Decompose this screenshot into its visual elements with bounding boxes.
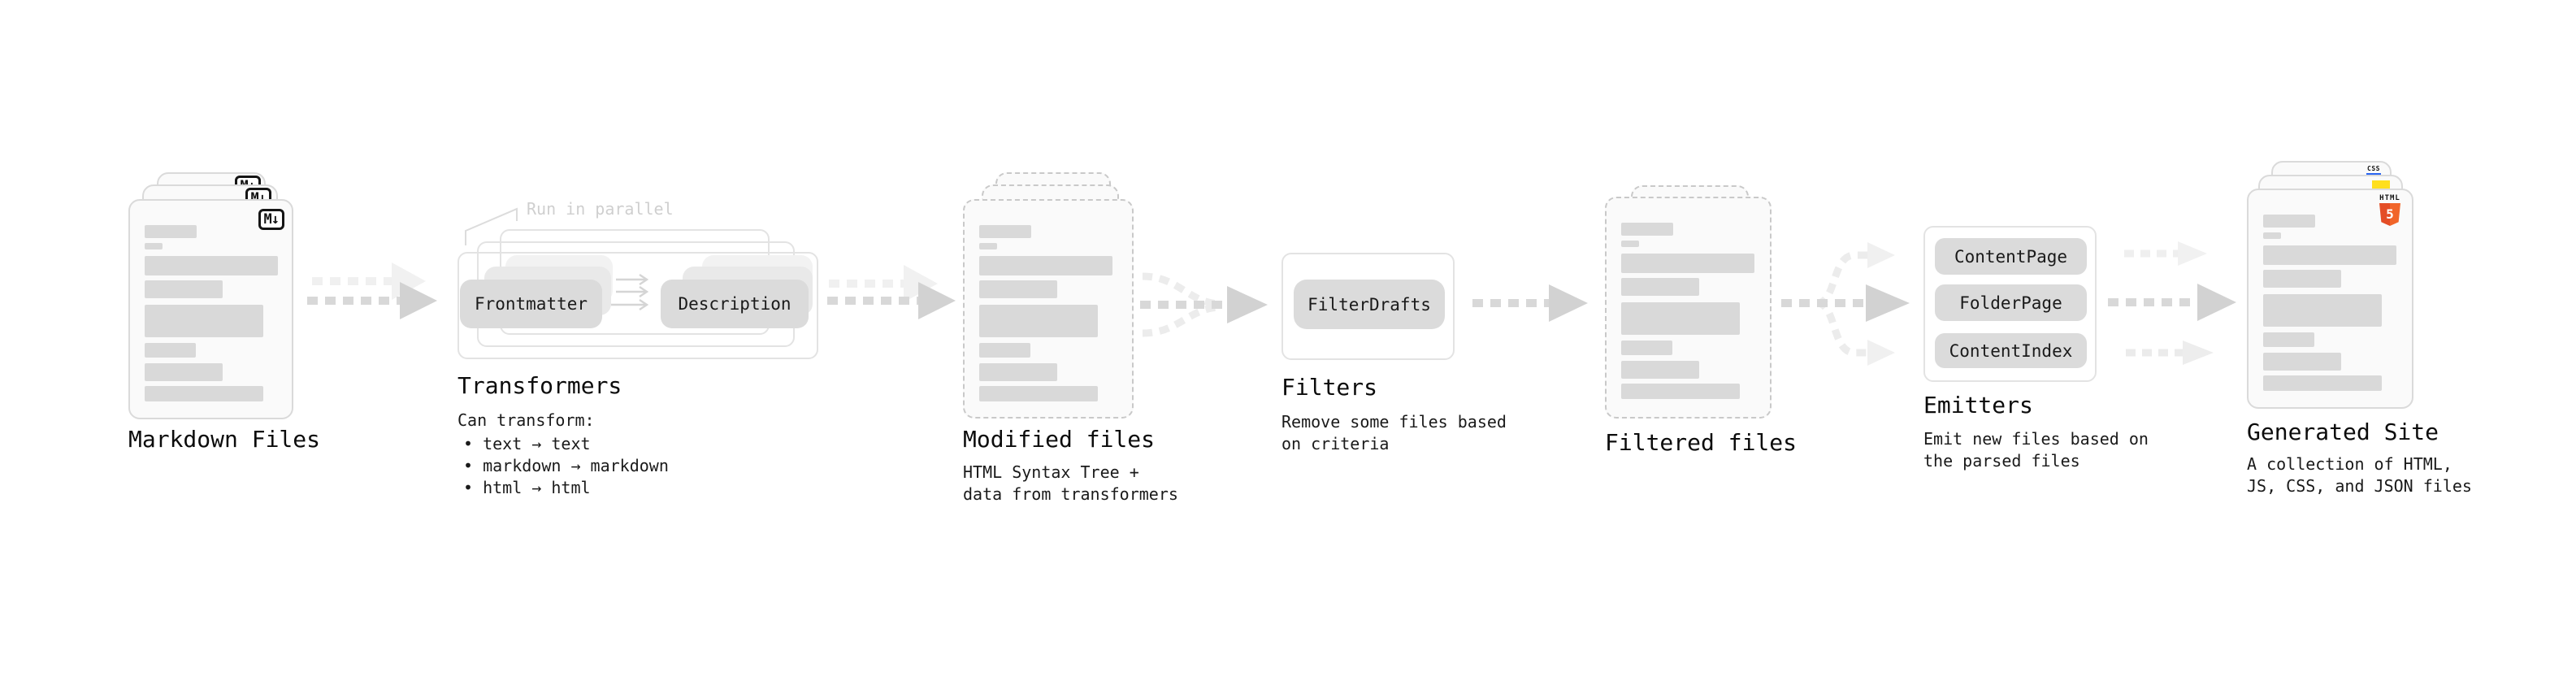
filters-box	[1281, 253, 1455, 360]
emitters-label: Emitters	[1923, 392, 2033, 419]
description-line: A collection of HTML,	[2247, 454, 2452, 474]
transformers-bullet-list: • text → text • markdown → markdown • ht…	[463, 433, 669, 499]
contentpage-pill: ContentPage	[1935, 238, 2087, 275]
frontmatter-pill: Frontmatter	[460, 280, 602, 328]
text-line-bar	[2263, 294, 2382, 327]
merge-curve-bottom	[1142, 303, 1220, 337]
arrow-transformers-to-modified	[827, 265, 956, 319]
text-line-bar	[1621, 278, 1699, 296]
filters-label: Filters	[1281, 374, 1378, 401]
filtered-files-label: Filtered files	[1605, 429, 1798, 456]
description-line: Emit new files based on	[1923, 429, 2149, 449]
html5-shield-number: 5	[2386, 206, 2394, 222]
html5-icon: HTML 5	[2376, 194, 2404, 226]
text-line-bar	[1621, 223, 1673, 236]
modified-file-card-front	[963, 199, 1134, 419]
text-line-bar	[2263, 215, 2315, 228]
arrow-emitters-to-generated	[2108, 241, 2236, 365]
text-line-bar	[979, 225, 1031, 238]
arrow-top	[2124, 241, 2207, 266]
description-line: on criteria	[1281, 434, 1390, 453]
description-line: the parsed files	[1923, 451, 2080, 471]
text-line-bar	[2263, 232, 2281, 239]
text-line-bar	[2263, 375, 2382, 391]
text-line-bar	[979, 363, 1057, 381]
text-line-bar	[1621, 241, 1639, 247]
js-icon	[2372, 180, 2390, 190]
filterdrafts-pill: FilterDrafts	[1294, 280, 1445, 329]
text-line-bar	[145, 256, 278, 275]
text-line-bar	[979, 256, 1112, 275]
arrow-filters-to-filtered	[1472, 284, 1588, 322]
merge-curve-top	[1142, 272, 1220, 308]
css-icon-label: CSS	[2367, 165, 2380, 172]
description-pill: Description	[661, 280, 809, 328]
arrow-main	[2108, 284, 2236, 321]
text-line-bar	[145, 280, 223, 298]
generated-site-label: Generated Site	[2247, 419, 2439, 445]
generated-file-card-front: HTML 5	[2247, 189, 2413, 409]
text-line-bar	[2263, 270, 2341, 288]
text-line-bar	[979, 305, 1098, 337]
description-line: HTML Syntax Tree +	[963, 462, 1139, 482]
arrow-main	[1472, 284, 1588, 322]
arrow-modified-to-filters	[1140, 272, 1268, 337]
text-line-bar	[145, 225, 197, 238]
text-line-bar	[979, 386, 1098, 401]
run-in-parallel-leader-line	[465, 207, 518, 245]
bullet-item: • html → html	[463, 478, 591, 497]
modified-files-description: HTML Syntax Tree + data from transformer…	[963, 462, 1178, 505]
arrow-bottom	[2126, 340, 2214, 365]
arrow-main	[307, 282, 437, 319]
markdown-file-card-front: M↓	[128, 199, 293, 419]
text-line-bar	[145, 363, 223, 381]
description-line: Remove some files based	[1281, 412, 1507, 432]
markdown-icon: M↓	[258, 209, 284, 230]
text-line-bar	[979, 243, 997, 249]
emitters-box	[1923, 226, 2097, 382]
text-line-bar	[145, 243, 163, 249]
arrow-filtered-to-emitters	[1781, 242, 1910, 366]
arrow-main	[1781, 284, 1910, 322]
text-line-bar	[145, 343, 196, 358]
text-line-bar	[2263, 245, 2396, 265]
text-line-bar	[1621, 302, 1740, 335]
text-line-bar	[145, 386, 263, 401]
description-line: JS, CSS, and JSON files	[2247, 476, 2472, 496]
run-in-parallel-annotation: Run in parallel	[527, 199, 674, 219]
generated-site-description: A collection of HTML, JS, CSS, and JSON …	[2247, 453, 2472, 497]
contentindex-pill: ContentIndex	[1935, 333, 2087, 368]
text-line-bar	[1621, 384, 1740, 399]
arrow-main	[1140, 286, 1268, 323]
text-line-bar	[979, 280, 1057, 298]
css-icon-underline	[2366, 173, 2381, 176]
html5-icon-label: HTML	[2379, 194, 2400, 202]
html5-shield: 5	[2379, 203, 2400, 226]
arrow-markdown-to-transformers	[307, 262, 437, 319]
modified-files-label: Modified files	[963, 426, 1156, 453]
arrow-main	[827, 282, 956, 319]
filtered-file-card-front	[1605, 197, 1772, 419]
css-icon: CSS	[2366, 166, 2381, 176]
emitters-description: Emit new files based on the parsed files	[1923, 428, 2149, 472]
text-line-bar	[1621, 361, 1699, 379]
text-line-bar	[2263, 332, 2314, 347]
bullet-item: • text → text	[463, 434, 591, 453]
transformers-description-title: Can transform:	[458, 410, 595, 430]
text-line-bar	[1621, 340, 1672, 355]
description-line: data from transformers	[963, 484, 1178, 504]
text-line-bar	[145, 305, 263, 337]
filters-description: Remove some files based on criteria	[1281, 411, 1507, 455]
transformers-label: Transformers	[458, 372, 622, 399]
parallel-arrows-icon	[611, 274, 649, 310]
text-line-bar	[979, 343, 1030, 358]
text-line-bar	[1621, 254, 1754, 273]
markdown-files-label: Markdown Files	[128, 426, 321, 453]
folderpage-pill: FolderPage	[1935, 284, 2087, 321]
bullet-item: • markdown → markdown	[463, 456, 669, 475]
transformer-box-front	[458, 252, 818, 359]
text-line-bar	[2263, 353, 2341, 371]
